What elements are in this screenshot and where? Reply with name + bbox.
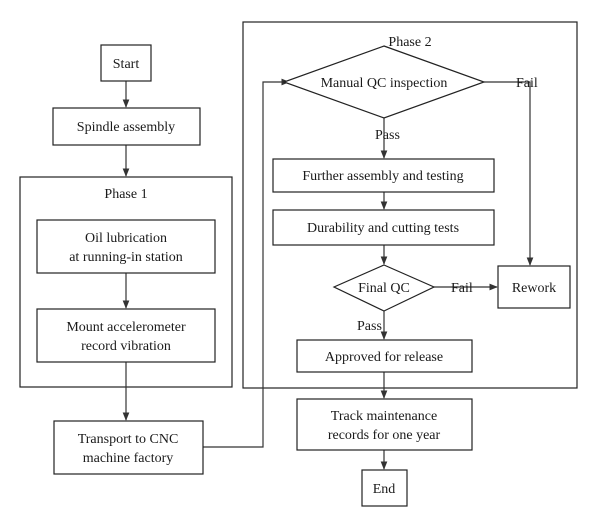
- spindle-assembly-label: Spindle assembly: [77, 120, 175, 135]
- approved-node: Approved for release: [296, 339, 473, 373]
- final-qc-label: Final QC: [358, 281, 410, 296]
- connectors: [122, 78, 534, 470]
- further-assembly-node: Further assembly and testing: [272, 158, 495, 193]
- manual-fail-label: Fail: [516, 76, 538, 91]
- edge-transport-manualqc: [203, 78, 290, 448]
- track-maintenance-line1: Track maintenance: [331, 409, 437, 424]
- durability-tests-label: Durability and cutting tests: [307, 221, 459, 236]
- rework-label: Rework: [512, 281, 556, 296]
- rework-node: Rework: [497, 265, 571, 309]
- phase2-title: Phase 2: [388, 35, 431, 50]
- approved-label: Approved for release: [325, 350, 443, 365]
- start-node: Start: [100, 44, 152, 82]
- final-pass-label: Pass: [357, 319, 382, 334]
- manual-qc-label: Manual QC inspection: [321, 76, 448, 91]
- durability-tests-node: Durability and cutting tests: [272, 209, 495, 246]
- mount-accelerometer-line2: record vibration: [81, 339, 171, 354]
- track-maintenance-node: Track maintenance records for one year: [296, 398, 473, 451]
- mount-accelerometer-node: Mount accelerometer record vibration: [36, 308, 216, 363]
- transport-line1: Transport to CNC: [78, 432, 179, 447]
- manual-pass-label: Pass: [375, 128, 400, 143]
- phase1-title: Phase 1: [104, 187, 147, 202]
- end-label: End: [373, 482, 396, 497]
- track-maintenance-line2: records for one year: [328, 428, 441, 443]
- final-qc-decision: Final QC: [332, 264, 436, 312]
- oil-lubrication-node: Oil lubrication at running-in station: [36, 219, 216, 274]
- edge-manual-fail-rework: [484, 81, 534, 266]
- phase2-frame: [242, 21, 578, 389]
- oil-lubrication-line2: at running-in station: [69, 250, 183, 265]
- further-assembly-label: Further assembly and testing: [302, 169, 463, 184]
- transport-node: Transport to CNC machine factory: [53, 420, 204, 475]
- spindle-assembly-node: Spindle assembly: [52, 107, 201, 146]
- start-label: Start: [113, 57, 140, 72]
- transport-line2: machine factory: [83, 451, 174, 466]
- final-fail-label: Fail: [451, 281, 473, 296]
- oil-lubrication-line1: Oil lubrication: [85, 231, 167, 246]
- end-node: End: [361, 469, 408, 507]
- manual-qc-decision: Manual QC inspection: [282, 45, 486, 119]
- mount-accelerometer-line1: Mount accelerometer: [66, 320, 186, 335]
